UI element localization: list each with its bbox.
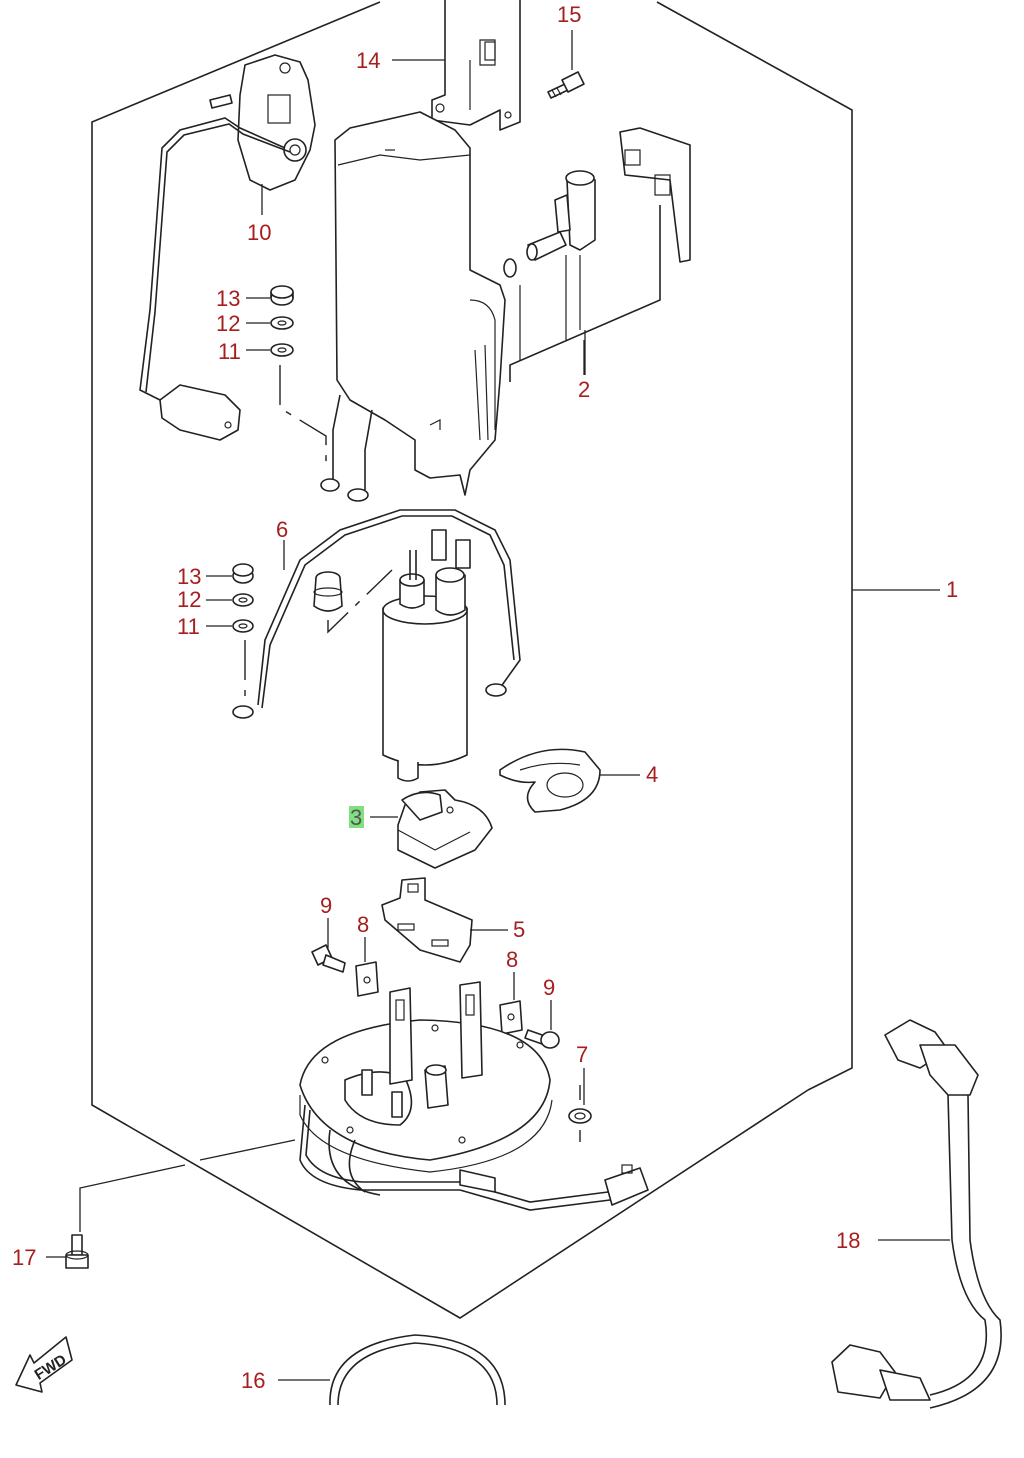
fwd-arrow-icon: FWD (15, 1336, 73, 1393)
part-17-bolt (65, 1234, 89, 1269)
callout-13-lower: 13 (177, 564, 201, 589)
part-16-o-ring (329, 1334, 506, 1406)
callout-11-lower: 11 (177, 614, 200, 639)
part-9-screw-right (524, 1029, 560, 1049)
part-18-fuel-hose (831, 1019, 1002, 1409)
callout-12-lower: 12 (177, 587, 201, 612)
callout-11-upper: 11 (218, 339, 241, 364)
part-7-seal (568, 1085, 592, 1142)
part-14-bracket (431, 0, 521, 131)
callout-2: 2 (578, 377, 590, 402)
leader-lines (46, 30, 950, 1381)
nut-washer-stack-upper (270, 285, 327, 470)
part-4-retainer (499, 748, 601, 813)
part-5-pump-bracket (381, 877, 473, 963)
callout-9-left: 9 (320, 893, 332, 918)
part-15-screw (547, 71, 585, 99)
callout-1: 1 (946, 577, 958, 602)
part-6-grommet (313, 569, 393, 634)
callout-13-upper: 13 (216, 286, 240, 311)
part-2-pump-housing (320, 111, 691, 502)
fuel-pump-motor (232, 509, 521, 782)
part-9-screw-left (311, 944, 346, 973)
callout-6: 6 (276, 517, 288, 542)
callout-8-right: 8 (506, 947, 518, 972)
callout-4: 4 (646, 762, 658, 787)
callout-8-left: 8 (357, 912, 369, 937)
callout-14: 14 (356, 48, 380, 73)
callout-5: 5 (513, 917, 525, 942)
callout-17: 17 (12, 1245, 36, 1270)
callout-7: 7 (576, 1042, 588, 1067)
callout-labels: 1 2 3 4 5 6 7 8 8 9 9 10 11 11 12 12 13 … (12, 2, 958, 1393)
callout-18: 18 (836, 1228, 860, 1253)
callout-12-upper: 12 (216, 311, 240, 336)
flange-plate (299, 981, 649, 1211)
callout-10: 10 (247, 220, 271, 245)
callout-16: 16 (241, 1368, 265, 1393)
callout-9-right: 9 (543, 975, 555, 1000)
callout-15: 15 (557, 2, 581, 27)
part-3-cushion (397, 789, 493, 869)
part-8-nut-left (355, 961, 379, 997)
part-10-fuel-level-sender (139, 54, 316, 441)
nut-washer-stack-lower (232, 563, 254, 700)
callout-3-highlight (349, 806, 364, 828)
callout-3: 3 (350, 805, 362, 830)
assembly-outline (91, 1, 853, 1319)
part-8-nut-right (499, 1000, 523, 1035)
